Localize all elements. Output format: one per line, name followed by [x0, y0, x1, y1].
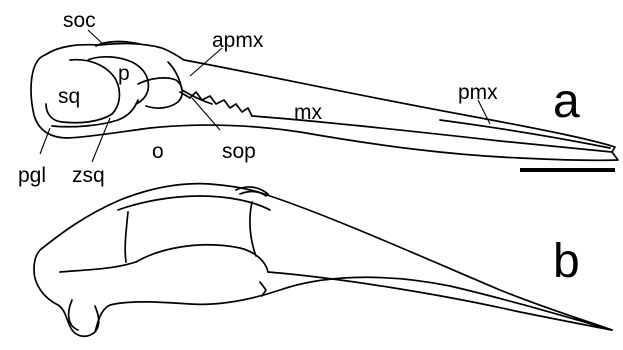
label-o: o: [152, 140, 164, 163]
label-mx: mx: [294, 101, 322, 124]
skull-b-orbit: [136, 245, 268, 272]
skull-b: [34, 184, 612, 337]
panel-label-b: b: [553, 235, 580, 288]
label-p: p: [118, 62, 130, 85]
skull-b-zygoma: [60, 262, 136, 272]
label-apmx: apmx: [212, 29, 264, 52]
panel-label-a: a: [553, 75, 580, 128]
skull-b-braincase: [118, 196, 270, 210]
label-pmx: pmx: [458, 81, 498, 104]
skull-a: [31, 30, 618, 162]
skull-b-crest-2: [240, 192, 266, 196]
skull-a-orbit: [138, 78, 182, 108]
leader-soc: [88, 30, 103, 44]
label-zsq: zsq: [72, 164, 105, 187]
skull-b-suture-1: [125, 212, 128, 262]
label-sq: sq: [58, 85, 80, 108]
skull-b-suture-2: [250, 202, 256, 256]
label-sop: sop: [222, 140, 256, 163]
label-pgl: pgl: [18, 164, 46, 187]
label-soc: soc: [63, 9, 96, 32]
